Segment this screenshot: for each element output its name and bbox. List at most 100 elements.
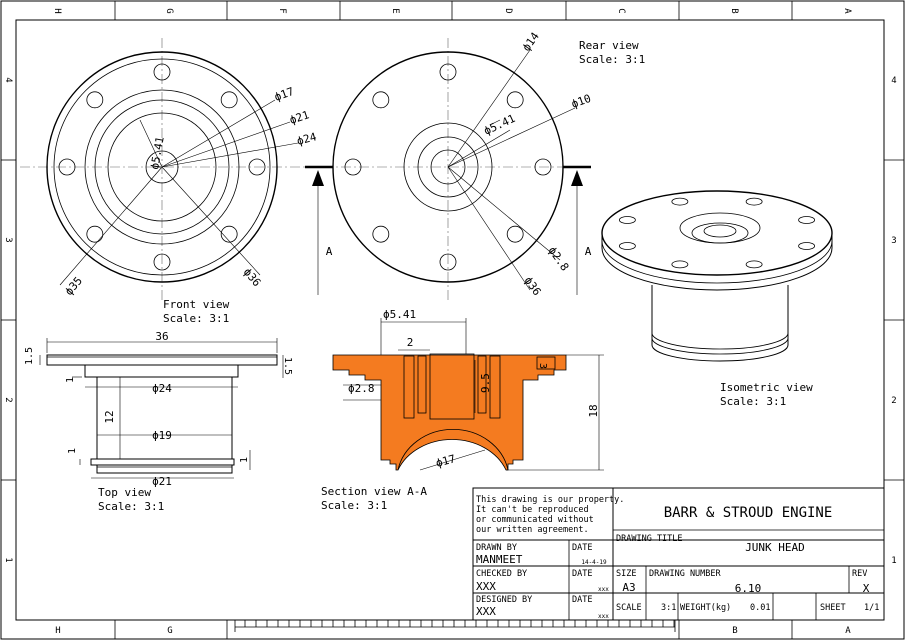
sheet-value: 1/1 (864, 603, 879, 613)
top-dim-label: 36 (155, 330, 168, 343)
top-view: 36 1.5 1 1.5 ϕ24 12 ϕ19 1 1 ϕ21 Top view… (24, 330, 293, 513)
section-dim-label: 2 (407, 336, 414, 349)
isometric-view: Isometric view Scale: 3:1 (601, 190, 833, 408)
section-mark-label: A (326, 245, 333, 258)
section-dim-label: 18 (587, 404, 600, 417)
drawing-title-label: DRAWING TITLE (616, 534, 683, 544)
property-notice-line: our written agreement. (476, 525, 589, 535)
grid-row-label: 1 (891, 556, 896, 566)
scale-label: SCALE (616, 603, 642, 613)
checked-by-label: CHECKED BY (476, 569, 527, 579)
rear-dim-label: ϕ10 (570, 92, 593, 111)
grid-col-label: B (732, 626, 737, 636)
bolt-hole (506, 225, 524, 243)
grid-col-label: E (390, 8, 400, 13)
drawn-date: 14-4-19 (581, 559, 607, 566)
property-notice-line: This drawing is our property. (476, 495, 624, 505)
grid-col-label: H (52, 8, 62, 13)
front-dim-label: ϕ35 (62, 274, 85, 298)
drawn-by: MANMEET (476, 553, 523, 566)
rear-leaders (447, 49, 576, 291)
view-scale: Scale: 3:1 (98, 500, 164, 513)
bolt-hole (220, 225, 238, 243)
top-dim-label: ϕ24 (152, 382, 172, 395)
front-dim-label: ϕ21 (288, 108, 311, 127)
top-dimensions (39, 338, 284, 479)
grid-col-label: A (845, 626, 851, 636)
grid-row-label: 2 (891, 396, 896, 406)
bolt-hole (372, 91, 390, 109)
section-mark-label: A (585, 245, 592, 258)
view-title: Section view A-A (321, 485, 427, 498)
grid-labels: H G F E D C B A H G B A 4 3 2 1 4 3 2 1 (3, 8, 897, 636)
date-label: DATE (572, 569, 592, 579)
top-dim-label: 1 (65, 377, 76, 383)
drawn-by-label: DRAWN BY (476, 543, 517, 553)
grid-col-label: H (55, 626, 60, 636)
top-dim-label: 12 (103, 410, 116, 423)
designed-by: XXX (476, 605, 496, 618)
top-dim-label: ϕ21 (152, 475, 172, 488)
date-label: DATE (572, 595, 592, 605)
date-label: DATE (572, 543, 592, 553)
bolt-hole (506, 91, 524, 109)
front-dim-label: ϕ24 (295, 130, 318, 148)
grid-row-label: 3 (891, 236, 896, 246)
top-dim-label: 1.5 (24, 347, 35, 365)
grid-col-label: C (616, 8, 626, 13)
bolt-hole (372, 225, 390, 243)
view-scale: Scale: 3:1 (321, 499, 387, 512)
view-scale: Scale: 3:1 (579, 53, 645, 66)
grid-row-label: 4 (891, 76, 896, 86)
view-title: Top view (98, 486, 151, 499)
front-leaders (59, 99, 299, 286)
bolt-hole (671, 197, 689, 206)
bolt-hole (58, 158, 76, 176)
bolt-hole (344, 158, 362, 176)
rev-label: REV (852, 569, 867, 579)
view-scale: Scale: 3:1 (163, 312, 229, 325)
grid-col-label: G (164, 8, 174, 13)
rear-dim-label: ϕ2.8 (546, 244, 572, 273)
section-dimensions (343, 318, 604, 471)
grid-col-label: F (277, 8, 287, 13)
designed-by-label: DESIGNED BY (476, 595, 532, 605)
bolt-hole (798, 216, 816, 224)
grid-col-label: B (729, 8, 739, 13)
property-notice-line: or communicated without (476, 515, 594, 525)
rear-dim-label: ϕ14 (520, 30, 542, 54)
section-dim-label: ϕ17 (434, 452, 457, 470)
bolt-hole (671, 260, 689, 269)
drawing-number-label: DRAWING NUMBER (649, 569, 722, 579)
top-dim-label: 1 (67, 448, 78, 454)
bolt-hole (798, 242, 816, 250)
top-dim-label: ϕ19 (152, 429, 172, 442)
rev-value: X (863, 582, 870, 595)
bolt-hole (439, 63, 457, 81)
top-dim-label: 1.5 (282, 357, 293, 375)
rear-dim-label: ϕ5.41 (482, 112, 518, 138)
view-scale: Scale: 3:1 (720, 395, 786, 408)
bolt-hole (618, 242, 636, 250)
section-dim-label: 3 (537, 363, 548, 369)
bolt-hole (745, 260, 763, 269)
section-marker-right: A (563, 165, 592, 295)
size-label: SIZE (616, 569, 636, 579)
section-dim-label: ϕ2.8 (348, 382, 375, 395)
rear-view: ϕ14 ϕ10 ϕ5.41 ϕ2.8 ϕ36 Rear view Scale: … (305, 30, 645, 302)
bolt-hole (86, 225, 104, 243)
property-notice-line: It can't be reproduced (476, 505, 589, 515)
grid-col-label: D (503, 8, 513, 13)
view-title: Rear view (579, 39, 639, 52)
grid-row-label: 3 (3, 237, 13, 242)
front-dim-label: ϕ36 (241, 266, 264, 290)
grid-row-label: 4 (3, 77, 13, 82)
bolt-hole (153, 253, 171, 271)
top-dim-label: 1 (239, 457, 250, 463)
bolt-hole (534, 158, 552, 176)
weight-label: WEIGHT(kg) (680, 603, 731, 613)
grid-row-label: 1 (3, 557, 13, 562)
bolt-hole (745, 197, 763, 206)
grid-col-label: A (842, 8, 852, 14)
